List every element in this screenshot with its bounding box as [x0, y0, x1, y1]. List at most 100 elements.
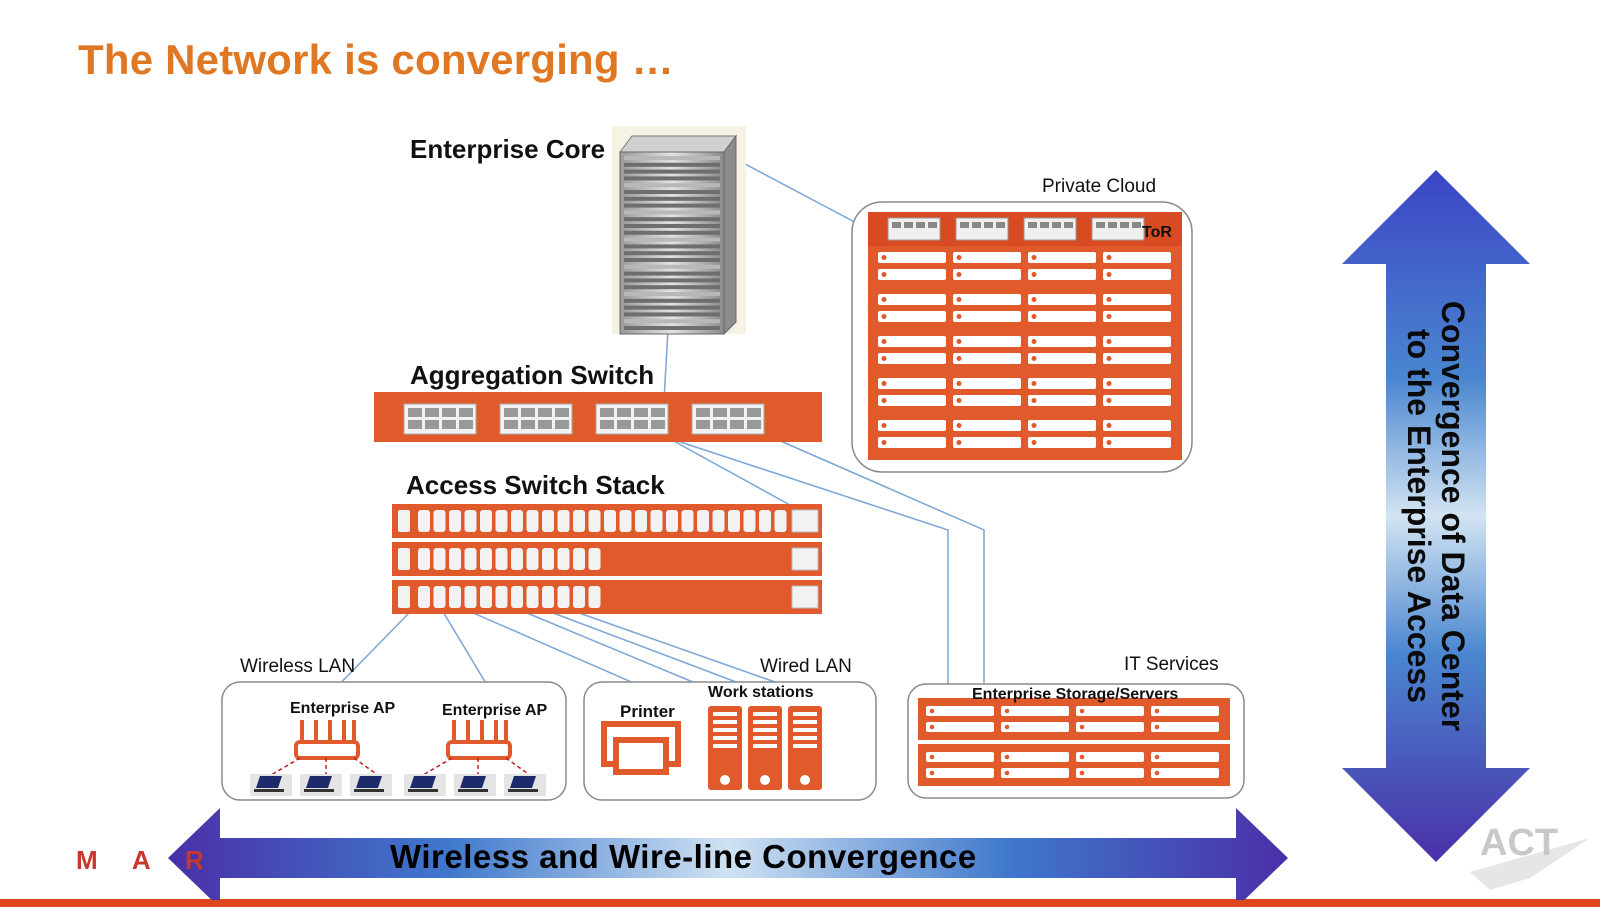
server-unit	[1103, 353, 1171, 364]
rack-slot	[624, 285, 720, 290]
agg-port	[600, 408, 614, 417]
server-led	[881, 272, 887, 277]
server-unit	[1103, 269, 1171, 280]
agg-port	[713, 408, 727, 417]
server-unit	[878, 294, 946, 305]
storage-unit	[1151, 706, 1219, 716]
server-unit	[1103, 437, 1171, 448]
rack-slot	[624, 271, 720, 276]
access-port	[728, 510, 740, 532]
act-logo-text: ACT	[1480, 822, 1559, 864]
workstation-vent	[793, 728, 817, 732]
server-led	[956, 314, 962, 319]
agg-port	[730, 408, 744, 417]
server-unit	[1028, 437, 1096, 448]
workstation-vent	[753, 720, 777, 724]
access-port	[398, 510, 410, 532]
server-led	[1106, 255, 1112, 260]
server-unit	[1103, 252, 1171, 263]
server-unit	[878, 395, 946, 406]
workstation-power	[720, 775, 730, 785]
access-port	[433, 548, 446, 570]
laptop-icon	[256, 776, 282, 788]
access-port	[464, 586, 477, 608]
access-port	[464, 548, 477, 570]
server-led	[1106, 423, 1112, 428]
agg-port	[555, 408, 569, 417]
storage-unit	[1151, 752, 1219, 762]
enterprise-storage-label: Enterprise Storage/Servers	[972, 686, 1179, 703]
storage-unit	[926, 768, 994, 778]
storage-led	[1079, 724, 1085, 730]
rack-slot	[624, 278, 720, 283]
agg-port	[459, 420, 473, 429]
server-led	[1106, 381, 1112, 386]
laptop-icon	[460, 776, 486, 788]
agg-port	[459, 408, 473, 417]
access-port	[774, 510, 787, 532]
workstation-vent	[713, 744, 737, 748]
agg-port	[538, 408, 552, 417]
storage-led	[1154, 708, 1160, 714]
tor-port	[904, 222, 913, 228]
access-port	[526, 510, 539, 532]
server-unit	[1028, 378, 1096, 389]
server-led	[881, 398, 887, 403]
agg-port	[696, 408, 710, 417]
storage-led	[1079, 770, 1085, 776]
agg-port	[425, 420, 439, 429]
laptop-base	[458, 789, 488, 792]
agg-port	[634, 420, 648, 429]
private-cloud-label: Private Cloud	[1042, 176, 1157, 197]
server-unit	[1103, 336, 1171, 347]
rack-slot	[624, 244, 720, 249]
storage-unit	[1076, 752, 1144, 762]
access-port	[573, 510, 585, 532]
aggregation-switch-label: Aggregation Switch	[410, 360, 655, 390]
enterprise-ap-label-1: Enterprise AP	[290, 700, 396, 717]
access-port	[619, 510, 632, 532]
access-port	[650, 510, 663, 532]
rack-slot	[624, 196, 720, 201]
server-unit	[878, 269, 946, 280]
uplink-port	[791, 585, 819, 609]
workstation-vent	[753, 744, 777, 748]
access-port	[418, 548, 430, 570]
tor-port-module	[955, 217, 1009, 241]
server-unit	[953, 378, 1021, 389]
server-led	[1106, 272, 1112, 277]
tor-port-module	[887, 217, 941, 241]
server-unit	[953, 269, 1021, 280]
agg-port	[521, 408, 535, 417]
workstation-power	[760, 775, 770, 785]
storage-unit	[1001, 722, 1069, 732]
access-port	[526, 586, 539, 608]
laptop-base	[508, 789, 538, 792]
access-port	[464, 510, 477, 532]
server-unit	[1028, 395, 1096, 406]
work-stations-label: Work stations	[708, 684, 814, 701]
printer-device	[601, 721, 681, 775]
agg-port	[617, 408, 631, 417]
storage-unit	[1076, 768, 1144, 778]
horizontal-banner-text: Wireless and Wire-line Convergence	[390, 838, 977, 875]
agg-port	[747, 420, 761, 429]
rack-slot	[624, 264, 720, 269]
server-led	[1031, 423, 1037, 428]
server-led	[956, 255, 962, 260]
access-port	[449, 586, 461, 608]
workstation-vent	[793, 744, 817, 748]
storage-unit	[1151, 768, 1219, 778]
tor-port	[1108, 222, 1117, 228]
server-led	[956, 381, 962, 386]
server-led	[881, 440, 887, 445]
storage-led	[929, 770, 935, 776]
access-port	[495, 548, 508, 570]
server-unit	[878, 336, 946, 347]
storage-led	[1079, 754, 1085, 760]
aggregation-switch	[374, 392, 822, 442]
vertical-banner-text: Convergence of Data Center to the Enterp…	[1401, 301, 1471, 731]
slide-title: The Network is converging …	[78, 36, 674, 83]
access-port	[635, 510, 647, 532]
workstation-vent	[793, 720, 817, 724]
